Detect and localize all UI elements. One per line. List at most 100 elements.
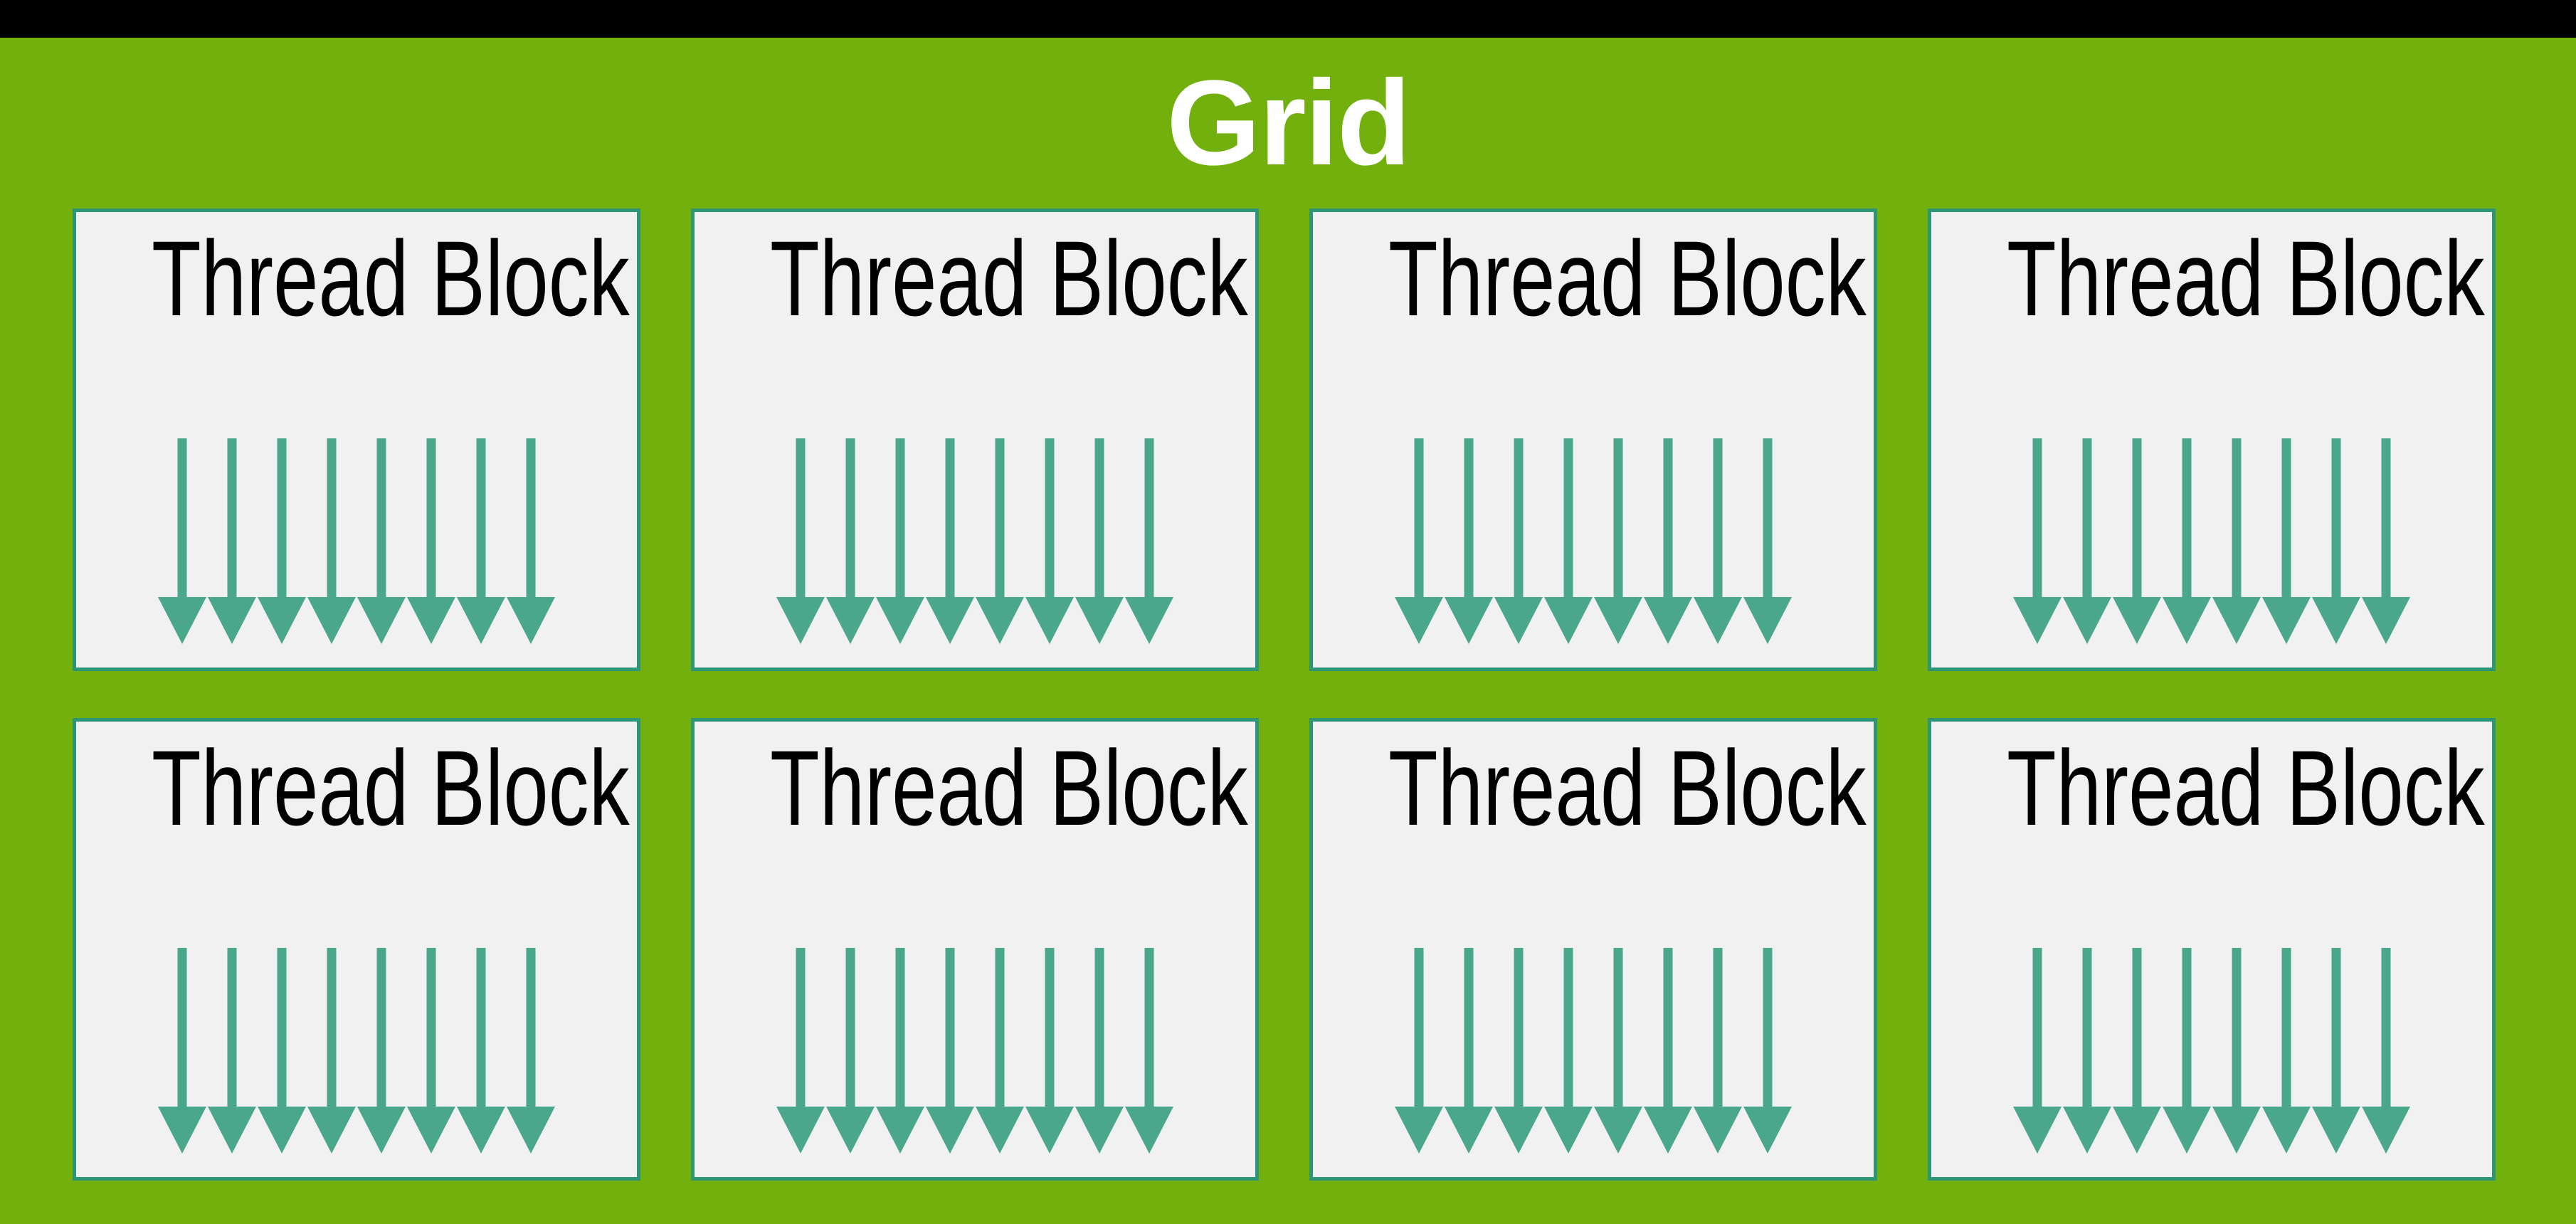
thread-arrow-icon — [826, 438, 875, 644]
thread-arrow-icon — [158, 948, 206, 1154]
thread-block: Thread Block — [691, 718, 1259, 1181]
thread-arrow-icon — [2163, 948, 2211, 1154]
thread-block-label-text: Thread Block — [770, 218, 1248, 338]
thread-arrows — [776, 948, 1173, 1154]
thread-block-label: Thread Block — [76, 734, 637, 841]
thread-block: Thread Block — [1309, 209, 1877, 671]
thread-arrow-icon — [1694, 438, 1742, 644]
thread-arrow-icon — [2113, 948, 2161, 1154]
thread-block-label: Thread Block — [695, 734, 1255, 841]
thread-arrow-icon — [1494, 948, 1543, 1154]
thread-block: Thread Block — [1928, 209, 2496, 671]
thread-arrow-icon — [2113, 438, 2161, 644]
thread-arrow-icon — [1544, 948, 1593, 1154]
thread-arrow-icon — [1445, 438, 1493, 644]
thread-arrow-icon — [2312, 948, 2360, 1154]
thread-block-label: Thread Block — [1313, 734, 1874, 841]
thread-arrow-icon — [926, 438, 974, 644]
thread-arrows — [1395, 948, 1792, 1154]
thread-arrow-icon — [357, 438, 406, 644]
thread-arrows — [776, 438, 1173, 644]
thread-arrow-icon — [1644, 438, 1692, 644]
thread-block: Thread Block — [1309, 718, 1877, 1181]
thread-block-label: Thread Block — [76, 225, 637, 332]
thread-arrow-icon — [2362, 948, 2410, 1154]
thread-block: Thread Block — [73, 718, 640, 1181]
thread-arrow-icon — [507, 438, 555, 644]
thread-arrow-icon — [307, 948, 356, 1154]
thread-arrow-icon — [2312, 438, 2360, 644]
thread-arrow-icon — [208, 948, 256, 1154]
thread-block-label-text: Thread Block — [152, 218, 630, 338]
thread-arrow-icon — [2063, 438, 2111, 644]
thread-block-label: Thread Block — [1931, 734, 2492, 841]
thread-arrow-icon — [776, 948, 825, 1154]
thread-arrow-icon — [2013, 948, 2062, 1154]
thread-block-label-text: Thread Block — [2007, 218, 2485, 338]
thread-arrow-icon — [1743, 438, 1792, 644]
thread-arrow-icon — [2212, 438, 2261, 644]
thread-block-label: Thread Block — [1931, 225, 2492, 332]
thread-arrow-icon — [2362, 438, 2410, 644]
thread-arrow-icon — [1445, 948, 1493, 1154]
thread-arrow-icon — [208, 438, 256, 644]
thread-arrow-icon — [1075, 948, 1124, 1154]
thread-arrows — [158, 948, 555, 1154]
thread-arrow-icon — [976, 948, 1024, 1154]
thread-arrows — [1395, 438, 1792, 644]
thread-arrow-icon — [976, 438, 1024, 644]
thread-arrow-icon — [926, 948, 974, 1154]
thread-block-grid: Thread Block Thread Block Thread Block T… — [0, 209, 2576, 1181]
thread-arrow-icon — [1694, 948, 1742, 1154]
thread-arrow-icon — [1644, 948, 1692, 1154]
thread-arrow-icon — [307, 438, 356, 644]
thread-arrow-icon — [826, 948, 875, 1154]
thread-arrow-icon — [457, 438, 505, 644]
thread-arrow-icon — [1075, 438, 1124, 644]
thread-arrows — [2013, 438, 2410, 644]
thread-arrow-icon — [407, 438, 455, 644]
thread-arrow-icon — [2013, 438, 2062, 644]
thread-arrow-icon — [1743, 948, 1792, 1154]
thread-arrow-icon — [776, 438, 825, 644]
thread-arrow-icon — [457, 948, 505, 1154]
thread-arrow-icon — [258, 948, 306, 1154]
thread-arrows — [2013, 948, 2410, 1154]
thread-block-label-text: Thread Block — [2007, 728, 2485, 848]
thread-arrow-icon — [2262, 438, 2311, 644]
thread-block-label-text: Thread Block — [1388, 218, 1867, 338]
thread-block: Thread Block — [1928, 718, 2496, 1181]
thread-arrow-icon — [1395, 948, 1443, 1154]
thread-block-label: Thread Block — [1313, 225, 1874, 332]
thread-arrow-icon — [407, 948, 455, 1154]
thread-block-label-text: Thread Block — [152, 728, 630, 848]
thread-arrow-icon — [1544, 438, 1593, 644]
top-letterbox-bar — [0, 0, 2576, 38]
thread-arrow-icon — [507, 948, 555, 1154]
thread-arrow-icon — [2262, 948, 2311, 1154]
thread-block: Thread Block — [73, 209, 640, 671]
thread-arrow-icon — [2063, 948, 2111, 1154]
grid-panel: Grid Thread Block Thread Block Thread Bl… — [0, 38, 2576, 1224]
thread-arrow-icon — [1025, 438, 1074, 644]
thread-arrow-icon — [2163, 438, 2211, 644]
thread-block-label-text: Thread Block — [1388, 728, 1867, 848]
thread-arrow-icon — [357, 948, 406, 1154]
thread-arrow-icon — [158, 438, 206, 644]
thread-arrow-icon — [1594, 438, 1642, 644]
thread-arrow-icon — [1025, 948, 1074, 1154]
thread-arrow-icon — [1494, 438, 1543, 644]
thread-arrow-icon — [876, 948, 924, 1154]
thread-arrows — [158, 438, 555, 644]
thread-block: Thread Block — [691, 209, 1259, 671]
thread-block-label-text: Thread Block — [770, 728, 1248, 848]
thread-arrow-icon — [1594, 948, 1642, 1154]
thread-arrow-icon — [1125, 948, 1173, 1154]
thread-arrow-icon — [876, 438, 924, 644]
thread-block-label: Thread Block — [695, 225, 1255, 332]
thread-arrow-icon — [1395, 438, 1443, 644]
grid-title: Grid — [1166, 56, 1410, 191]
thread-arrow-icon — [2212, 948, 2261, 1154]
thread-arrow-icon — [1125, 438, 1173, 644]
